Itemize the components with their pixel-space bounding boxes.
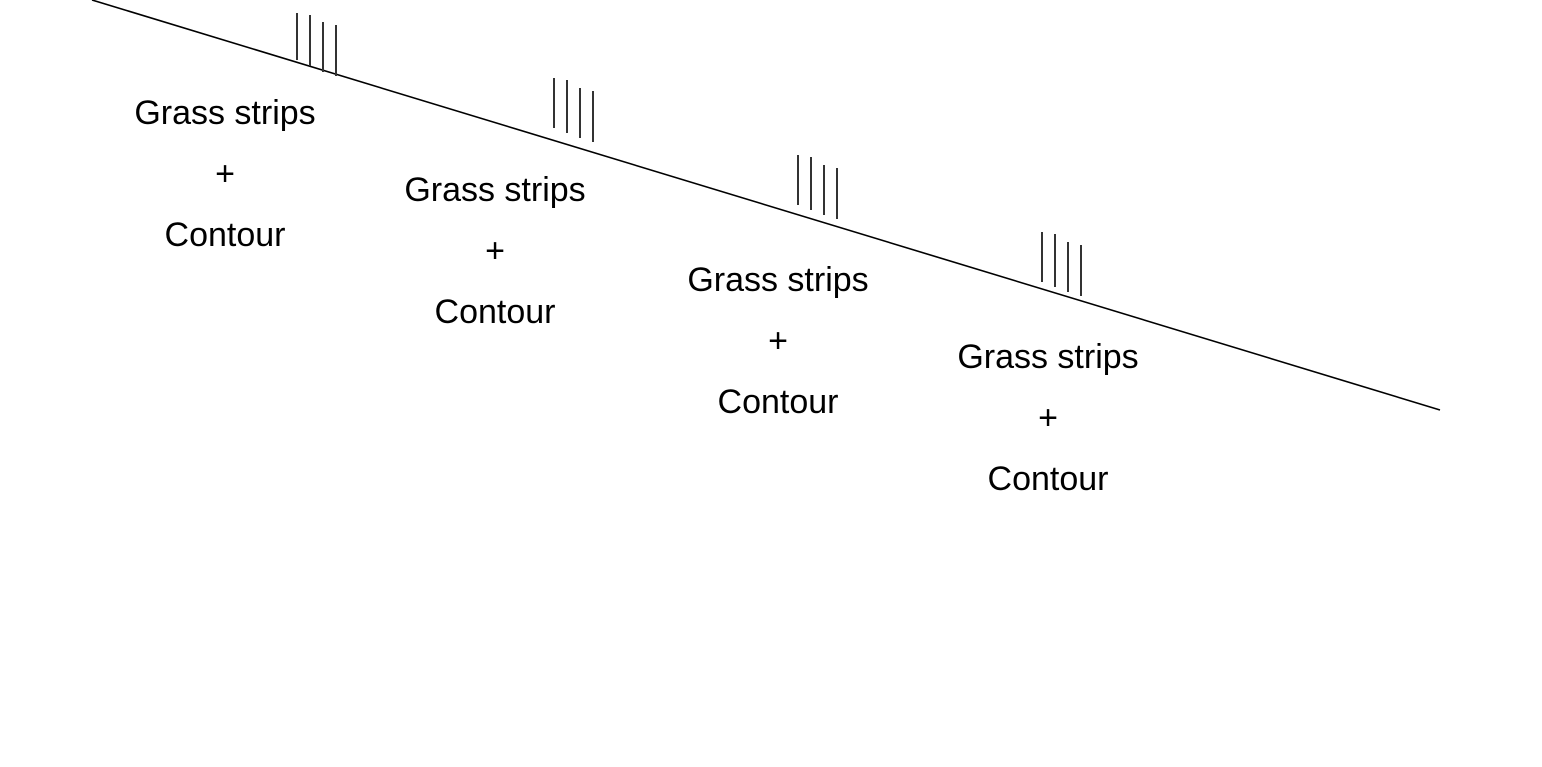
practice-contour: Contour (434, 293, 556, 331)
practice-contour: Contour (987, 460, 1109, 498)
practice-contour: Contour (717, 383, 839, 421)
grass-strip-icon (797, 155, 838, 219)
practice-contour: Contour (164, 216, 286, 254)
practice-label: Grass strips + Contour (95, 83, 355, 266)
grass-strip-icon (553, 78, 594, 142)
practice-label: Grass strips + Contour (918, 327, 1178, 510)
practice-grass-strips: Grass strips (134, 94, 316, 132)
practice-plus: + (768, 322, 788, 360)
slope-line (91, 0, 1441, 411)
practice-grass-strips: Grass strips (404, 171, 586, 209)
practice-label: Grass strips + Contour (648, 250, 908, 433)
practice-label: Grass strips + Contour (365, 160, 625, 343)
grass-strip-icon (296, 13, 337, 76)
practice-grass-strips: Grass strips (687, 261, 869, 299)
practice-plus: + (485, 232, 505, 270)
practice-grass-strips: Grass strips (957, 338, 1139, 376)
practice-plus: + (215, 155, 235, 193)
grass-strip-icon (1041, 232, 1082, 296)
practice-plus: + (1038, 399, 1058, 437)
